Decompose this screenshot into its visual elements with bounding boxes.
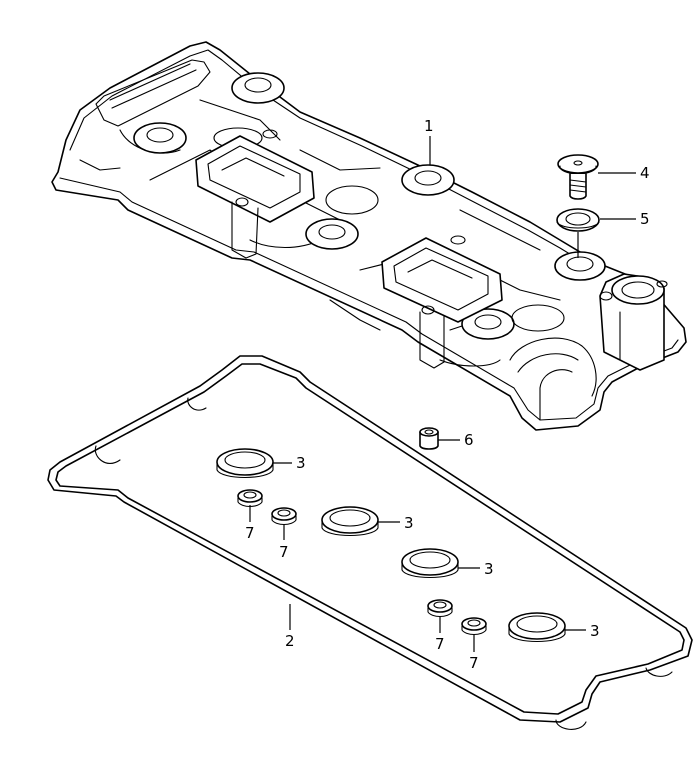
callout-1: 1 bbox=[424, 117, 434, 135]
seal-ring-d bbox=[508, 612, 566, 642]
callout-3-d: 3 bbox=[590, 622, 600, 640]
plug-hole-5 bbox=[554, 251, 606, 281]
end-boss bbox=[599, 273, 668, 371]
callout-7-a: 7 bbox=[245, 524, 255, 542]
callout-7-b: 7 bbox=[279, 543, 289, 561]
callout-7-c: 7 bbox=[435, 635, 445, 653]
seal-ring-c bbox=[401, 548, 459, 578]
plug-hole-6 bbox=[461, 308, 515, 340]
plug-hole-1 bbox=[231, 72, 285, 104]
plug-hole-2 bbox=[133, 122, 187, 154]
plug-hole-4 bbox=[305, 218, 359, 250]
cylinder-head-cover bbox=[51, 41, 687, 431]
seal-ring-a bbox=[216, 448, 274, 478]
seal-ring-b bbox=[321, 506, 379, 536]
breather-box-left bbox=[195, 129, 315, 259]
callout-3-a: 3 bbox=[296, 454, 306, 472]
callout-5: 5 bbox=[640, 210, 650, 228]
callout-4: 4 bbox=[640, 164, 650, 182]
o-ring-c bbox=[427, 599, 453, 618]
callout-2: 2 bbox=[285, 632, 295, 650]
o-ring-b bbox=[271, 507, 297, 526]
callout-numbers: 1 4 5 6 3 3 3 3 2 7 7 7 7 bbox=[245, 117, 650, 672]
gasket bbox=[47, 355, 693, 730]
callout-6: 6 bbox=[464, 431, 474, 449]
grommet bbox=[556, 208, 600, 232]
o-ring-a bbox=[237, 489, 263, 508]
dowel-pin bbox=[419, 427, 439, 450]
bolt bbox=[557, 154, 599, 200]
breather-box-right bbox=[381, 235, 503, 369]
callout-3-b: 3 bbox=[404, 514, 414, 532]
callout-7-d: 7 bbox=[469, 654, 479, 672]
callout-3-c: 3 bbox=[484, 560, 494, 578]
o-ring-d bbox=[461, 617, 487, 636]
leader-lines bbox=[249, 136, 636, 652]
plug-hole-3 bbox=[401, 164, 455, 196]
